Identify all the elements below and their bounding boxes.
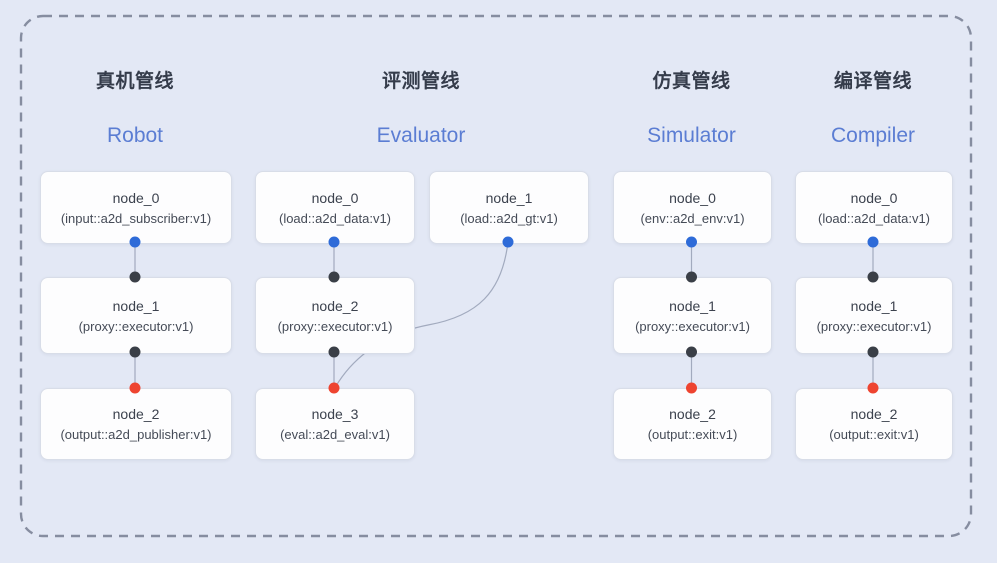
node-type: (eval::a2d_eval:v1) <box>280 427 390 442</box>
node-name: node_3 <box>311 406 359 422</box>
node-type: (output::exit:v1) <box>829 427 919 442</box>
node-simulator-1: node_1 (proxy::executor:v1) <box>613 277 772 354</box>
node-type: (proxy::executor:v1) <box>78 318 194 334</box>
node-name: node_2 <box>112 406 160 422</box>
node-name: node_0 <box>850 189 898 206</box>
node-robot-0: node_0 (input::a2d_subscriber:v1) <box>40 171 232 244</box>
node-type: (load::a2d_data:v1) <box>817 210 931 226</box>
pipeline-title-simulator: 仿真管线 <box>652 71 731 92</box>
node-evaluator-1: node_1 (load::a2d_gt:v1) <box>429 171 589 244</box>
pipeline-subtitle-robot: Robot <box>106 124 164 147</box>
node-name: node_1 <box>485 189 533 206</box>
pipeline-subtitle-evaluator: Evaluator <box>376 124 466 147</box>
node-name: node_0 <box>311 189 359 206</box>
node-compiler-1: node_1 (proxy::executor:v1) <box>795 277 953 354</box>
node-name: node_2 <box>850 406 898 422</box>
node-evaluator-3: node_3 (eval::a2d_eval:v1) <box>255 388 415 460</box>
node-robot-2: node_2 (output::a2d_publisher:v1) <box>40 388 232 460</box>
node-name: node_2 <box>669 406 716 422</box>
node-simulator-2: node_2 (output::exit:v1) <box>613 388 772 460</box>
node-type: (output::exit:v1) <box>647 427 738 442</box>
node-name: node_2 <box>311 297 359 314</box>
node-type: (proxy::executor:v1) <box>816 318 932 334</box>
node-compiler-0: node_0 (load::a2d_data:v1) <box>795 171 953 244</box>
node-type: (input::a2d_subscriber:v1) <box>60 210 212 226</box>
node-evaluator-0: node_0 (load::a2d_data:v1) <box>255 171 415 244</box>
node-name: node_1 <box>850 297 898 314</box>
node-compiler-2: node_2 (output::exit:v1) <box>795 388 953 460</box>
pipeline-subtitle-simulator: Simulator <box>647 124 736 147</box>
pipeline-subtitle-compiler: Compiler <box>830 124 916 147</box>
node-type: (load::a2d_data:v1) <box>278 210 392 226</box>
node-type: (load::a2d_gt:v1) <box>460 210 558 226</box>
node-type: (env::a2d_env:v1) <box>640 210 745 226</box>
node-type: (output::a2d_publisher:v1) <box>60 427 212 442</box>
node-evaluator-2: node_2 (proxy::executor:v1) <box>255 277 415 354</box>
node-robot-1: node_1 (proxy::executor:v1) <box>40 277 232 354</box>
node-name: node_1 <box>669 297 716 314</box>
pipeline-title-robot: 真机管线 <box>95 71 174 92</box>
node-simulator-0: node_0 (env::a2d_env:v1) <box>613 171 772 244</box>
node-type: (proxy::executor:v1) <box>277 318 393 334</box>
pipeline-title-evaluator: 评测管线 <box>381 71 460 92</box>
pipeline-title-compiler: 编译管线 <box>833 71 912 92</box>
node-name: node_0 <box>112 189 160 206</box>
node-name: node_0 <box>669 189 716 206</box>
node-name: node_1 <box>112 297 160 314</box>
node-type: (proxy::executor:v1) <box>635 318 750 334</box>
